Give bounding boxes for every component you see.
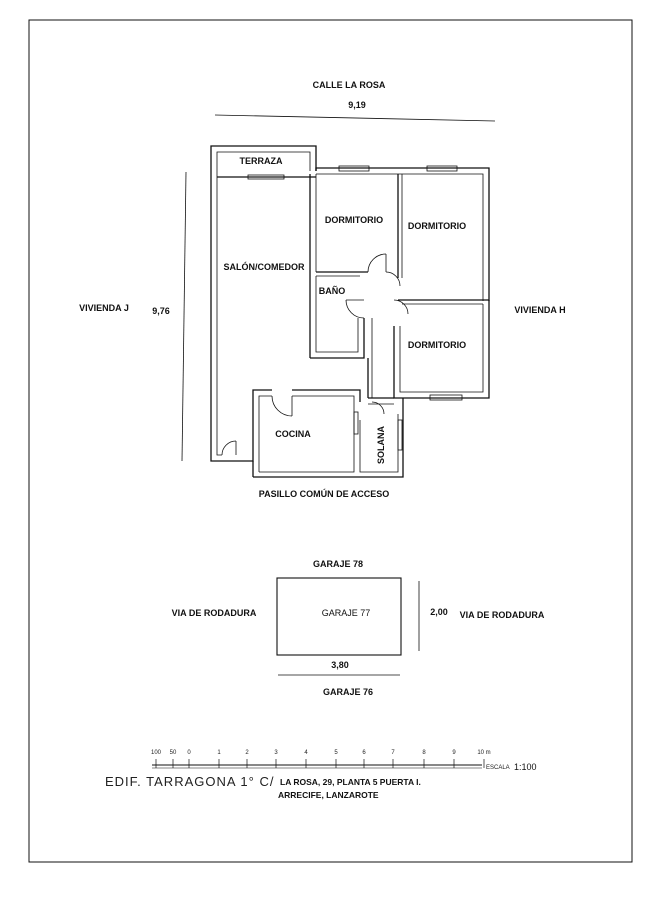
building-name: EDIF. TARRAGONA 1° C/: [105, 774, 274, 789]
scale-tick-label: 50: [170, 750, 177, 756]
room-salon-comedor: SALÓN/COMEDOR: [224, 261, 306, 272]
scale-bar: 100 50 0 1 2 3 4 5 6 7 8 9 10 m: [151, 750, 491, 769]
room-cocina: COCINA: [275, 429, 311, 439]
garage-bottom-neighbor: GARAJE 76: [323, 687, 373, 697]
scale-tick-label: 2: [245, 750, 249, 756]
garage-top-neighbor: GARAJE 78: [313, 559, 363, 569]
apartment-walls: [210, 145, 490, 478]
garage-width-dimension: 3,80: [331, 660, 349, 670]
scale-tick-label: 0: [187, 750, 191, 756]
room-bano: BAÑO: [319, 286, 346, 296]
scale-tick-label: 5: [334, 750, 338, 756]
scale-caption: ESCALA: [486, 765, 510, 771]
neighbor-right: VIVIENDA H: [514, 305, 565, 315]
scale-ratio: 1:100: [514, 762, 537, 772]
room-dormitorio-1: DORMITORIO: [325, 215, 383, 225]
neighbor-left: VIVIENDA J: [79, 303, 129, 313]
scale-tick-label: 10 m: [477, 750, 490, 756]
garage-depth-dimension: 2,00: [430, 607, 448, 617]
street-dimension-line: [214, 114, 496, 122]
door-swings: [221, 253, 409, 456]
scale-tick-label: 8: [422, 750, 426, 756]
garage-right-lane: VIA DE RODADURA: [460, 610, 545, 620]
scale-tick-label: 100: [151, 750, 162, 756]
room-dormitorio-3: DORMITORIO: [408, 340, 466, 350]
scale-tick-label: 7: [391, 750, 395, 756]
scale-tick-label: 9: [452, 750, 456, 756]
garage-left-lane: VIA DE RODADURA: [172, 608, 257, 618]
scale-tick-label: 1: [217, 750, 221, 756]
address-line-2: ARRECIFE, LANZAROTE: [278, 790, 379, 800]
scale-tick-label: 6: [362, 750, 366, 756]
common-corridor: PASILLO COMÚN DE ACCESO: [259, 488, 390, 499]
room-solana: SOLANA: [376, 426, 386, 465]
scale-tick-label: 3: [274, 750, 278, 756]
room-dormitorio-2: DORMITORIO: [408, 221, 466, 231]
garage-space: [276, 577, 402, 656]
scale-tick-label: 4: [304, 750, 308, 756]
street-name: CALLE LA ROSA: [313, 80, 386, 90]
depth-dimension-line: [181, 171, 187, 462]
depth-dimension: 9,76: [152, 306, 170, 316]
sheet-frame: [28, 19, 633, 863]
address-line-1: LA ROSA, 29, PLANTA 5 PUERTA I.: [280, 777, 421, 787]
room-terraza: TERRAZA: [240, 156, 283, 166]
street-width-dimension: 9,19: [348, 100, 366, 110]
garage-label: GARAJE 77: [322, 608, 371, 618]
